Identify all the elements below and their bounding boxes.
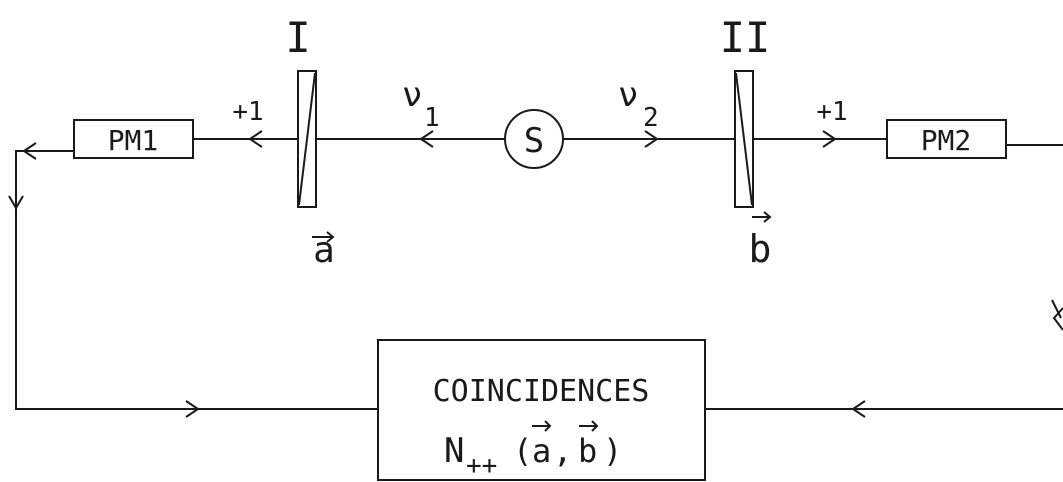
arrow-right-icon [185, 400, 200, 418]
formula-main: N [444, 431, 464, 471]
coincidence-counter: COINCIDENCES N ++ ( a , b ) [377, 339, 706, 481]
arrow-left-icon [851, 400, 866, 418]
output-2-label: +1 [816, 97, 847, 127]
polarizer-1-vector-label: a [313, 230, 335, 271]
polarizer-2-vector-label: b [749, 227, 772, 271]
photon-1-symbol: ν [402, 75, 422, 115]
formula-vector-a: a [532, 432, 551, 470]
output-1-label: +1 [232, 97, 263, 127]
detector-2-label: PM2 [921, 124, 972, 157]
formula-open: ( [513, 432, 532, 470]
polarizer-1-axis [298, 72, 316, 206]
arrow-down-icon [1052, 307, 1063, 331]
polarizer-1-label: I [285, 13, 310, 62]
formula-comma: , [553, 432, 572, 470]
arrow-left-icon [248, 130, 263, 148]
wire-pm2-dash [1051, 299, 1062, 319]
source: S [504, 109, 564, 169]
photon-1-index: 1 [424, 103, 440, 133]
photon-2-symbol: ν [618, 75, 638, 115]
polarizer-2-axis [735, 72, 753, 206]
formula-close: ) [603, 432, 622, 470]
arrow-right-icon [822, 130, 837, 148]
coincidence-formula: N ++ ( a , b ) [444, 420, 622, 481]
arrow-right-icon [644, 130, 659, 148]
polarizer-2-vector: b [749, 211, 772, 271]
detector-2-box [886, 119, 1007, 159]
signal-line-2 [705, 144, 1063, 418]
detector-1-box [73, 119, 194, 159]
polarizer-2-label: II [720, 13, 771, 62]
photon-path-2: ν 2 [563, 75, 735, 148]
arrow-left-icon [22, 142, 37, 160]
polarizer-1: I a [285, 13, 334, 271]
photon-2-index: 2 [643, 103, 659, 133]
formula-vector-b: b [578, 432, 597, 470]
arrow-down-icon [8, 195, 24, 210]
output-1: +1 [193, 97, 298, 148]
photon-path-1: ν 1 [316, 75, 505, 148]
detector-2: PM2 [886, 119, 1007, 159]
source-label: S [524, 121, 544, 161]
polarizer-2: II b [720, 13, 772, 271]
arrow-left-icon [419, 130, 434, 148]
detector-1: PM1 [73, 119, 194, 159]
coincidence-title: COINCIDENCES [433, 374, 650, 409]
output-2: +1 [753, 97, 887, 148]
polarizer-1-vector: a [312, 230, 335, 271]
formula-subscript: ++ [466, 451, 497, 481]
coincidence-box [377, 339, 706, 481]
detector-1-label: PM1 [108, 124, 159, 157]
signal-line-1 [8, 142, 378, 418]
wire-pm1-to-coincidence [15, 150, 378, 410]
